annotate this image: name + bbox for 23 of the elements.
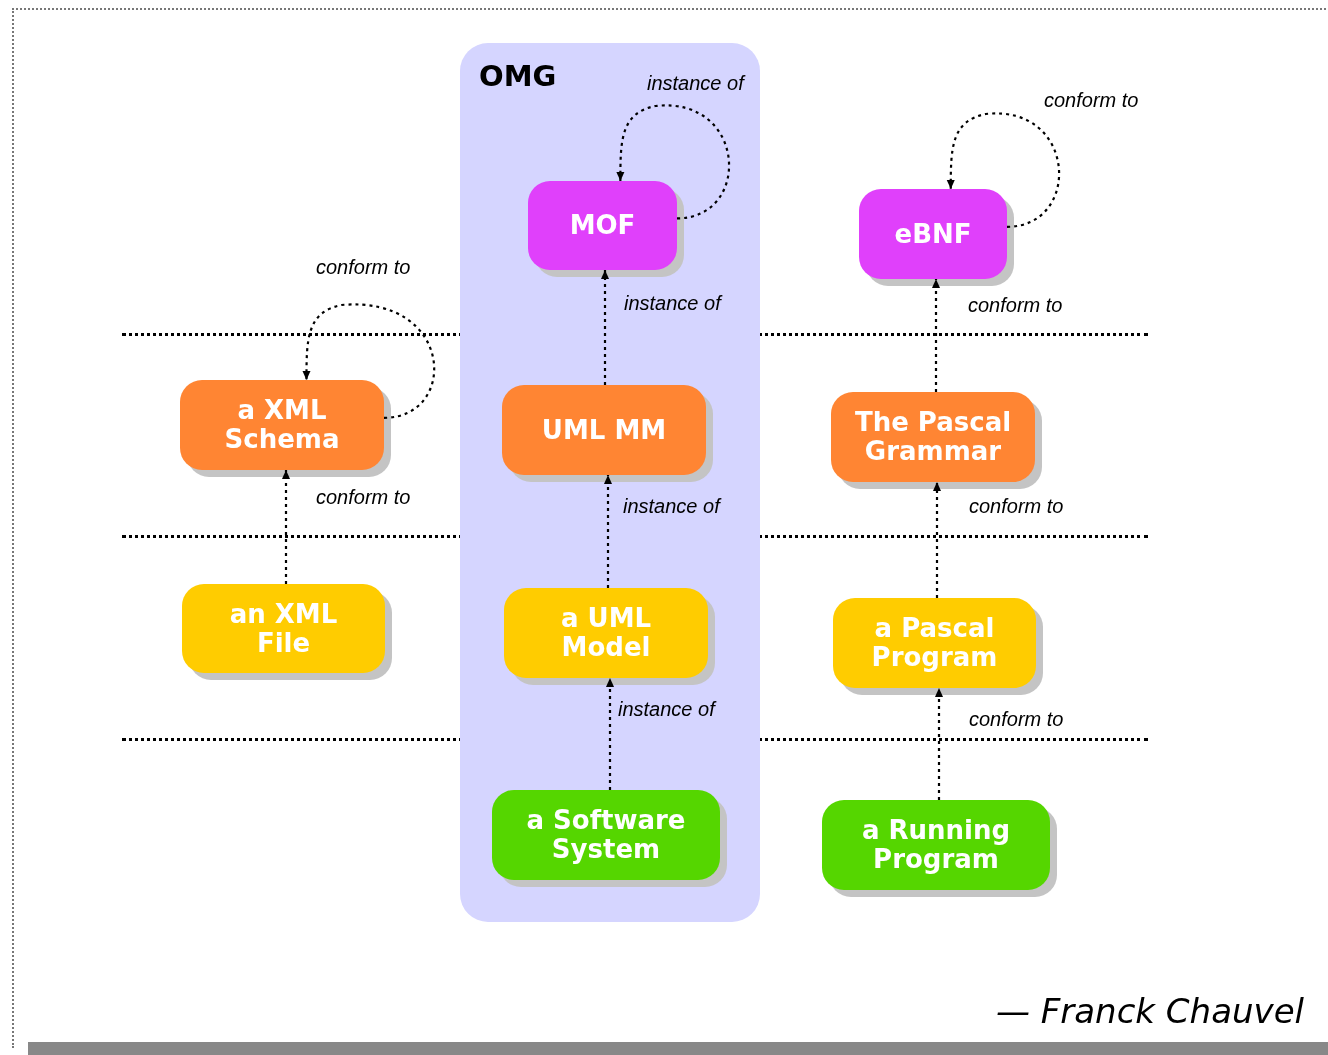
dotted-arrow [604,475,612,588]
group-title: OMG [479,58,557,95]
dotted-arrow [933,482,941,598]
box-label: The Pascal Grammar [853,408,1013,466]
box-label: a Pascal Program [870,614,999,672]
dotted-arrow [282,470,290,584]
dotted-arrow [932,279,940,392]
dotted-arrow [616,104,730,220]
box-label: a XML Schema [223,396,341,454]
box-label: a UML Model [559,604,653,662]
box-label: a Running Program [860,816,1012,874]
dotted-arrow [946,112,1060,228]
author-credit: — Franck Chauvel [995,990,1304,1033]
dotted-arrow [606,678,614,790]
dotted-arrow [935,688,943,800]
dotted-arrow [302,303,436,419]
box-label: a Software System [525,806,687,864]
box-label: MOF [568,211,637,240]
box-label: UML MM [540,415,668,445]
dotted-arrow [601,270,609,385]
group-panel [460,43,760,922]
box-label: eBNF [893,219,973,249]
box-label: an XML File [228,599,339,658]
